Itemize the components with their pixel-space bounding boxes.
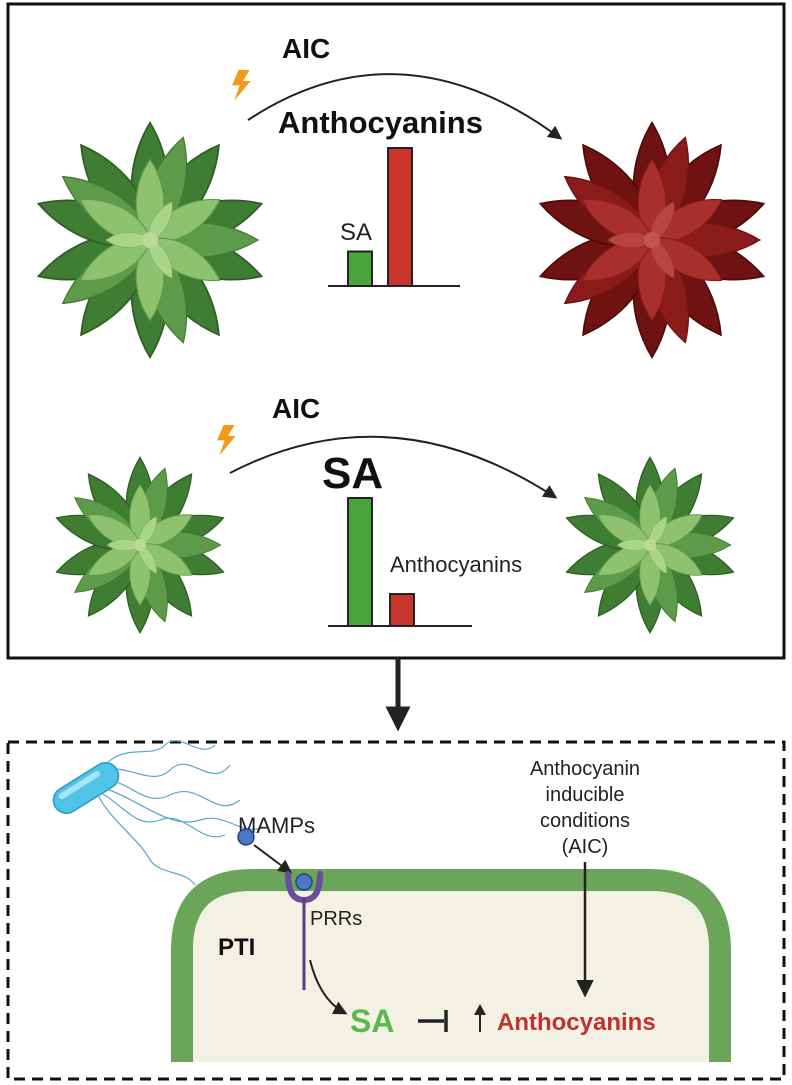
- row1-sa-bar: [347, 250, 373, 287]
- inhibition-icon: [418, 1010, 448, 1032]
- prr-receptor-icon: [285, 871, 323, 990]
- sa-label: SA: [350, 1003, 394, 1039]
- bacterium-icon: [52, 740, 263, 886]
- aic-label-2: AIC: [272, 393, 320, 424]
- aic-line-3: conditions: [540, 810, 630, 832]
- cytoplasm: [193, 891, 709, 1062]
- row2-title: SA: [322, 449, 383, 498]
- row2-anthocyanins-bar: [389, 593, 415, 627]
- row1-title: Anthocyanins: [278, 105, 483, 140]
- row2: AIC SA Anthocyanins: [52, 393, 737, 633]
- pti-label: PTI: [218, 934, 255, 961]
- aic-line-2: inducible: [546, 784, 625, 806]
- row1-small-bar-label: SA: [340, 219, 372, 246]
- aic-line-1: Anthocyanin: [530, 758, 640, 780]
- row1-anthocyanins-bar: [387, 147, 413, 287]
- aic-arrow-2: [229, 435, 558, 499]
- row2-sa-bar: [347, 497, 373, 627]
- aic-line-4: (AIC): [562, 836, 609, 858]
- aic-label: AIC: [282, 33, 330, 64]
- mamp-arrow: [253, 844, 293, 874]
- prrs-label: PRRs: [310, 908, 362, 930]
- anthocyanins-label: Anthocyanins: [497, 1009, 656, 1036]
- prr-to-sa-arrow: [309, 959, 348, 1015]
- green-rosette-small-left: [52, 457, 227, 632]
- red-rosette-large: [535, 123, 770, 358]
- bottom-panel-frame: [6, 740, 786, 1081]
- aic-arrow: [247, 73, 563, 140]
- row1: AIC Anthocyanins SA: [33, 33, 770, 357]
- green-rosette-large: [33, 123, 268, 358]
- increase-arrow-icon: [474, 1004, 486, 1032]
- aic-conditions-label: Anthocyanin inducible conditions (AIC): [530, 758, 640, 858]
- lightning-icon: [232, 70, 251, 101]
- row2-small-bar-label: Anthocyanins: [390, 552, 522, 577]
- green-rosette-small-right: [562, 457, 737, 632]
- cell-wall: [171, 869, 731, 1062]
- lightning-icon-2: [217, 425, 236, 456]
- mamp-molecule: [237, 828, 255, 846]
